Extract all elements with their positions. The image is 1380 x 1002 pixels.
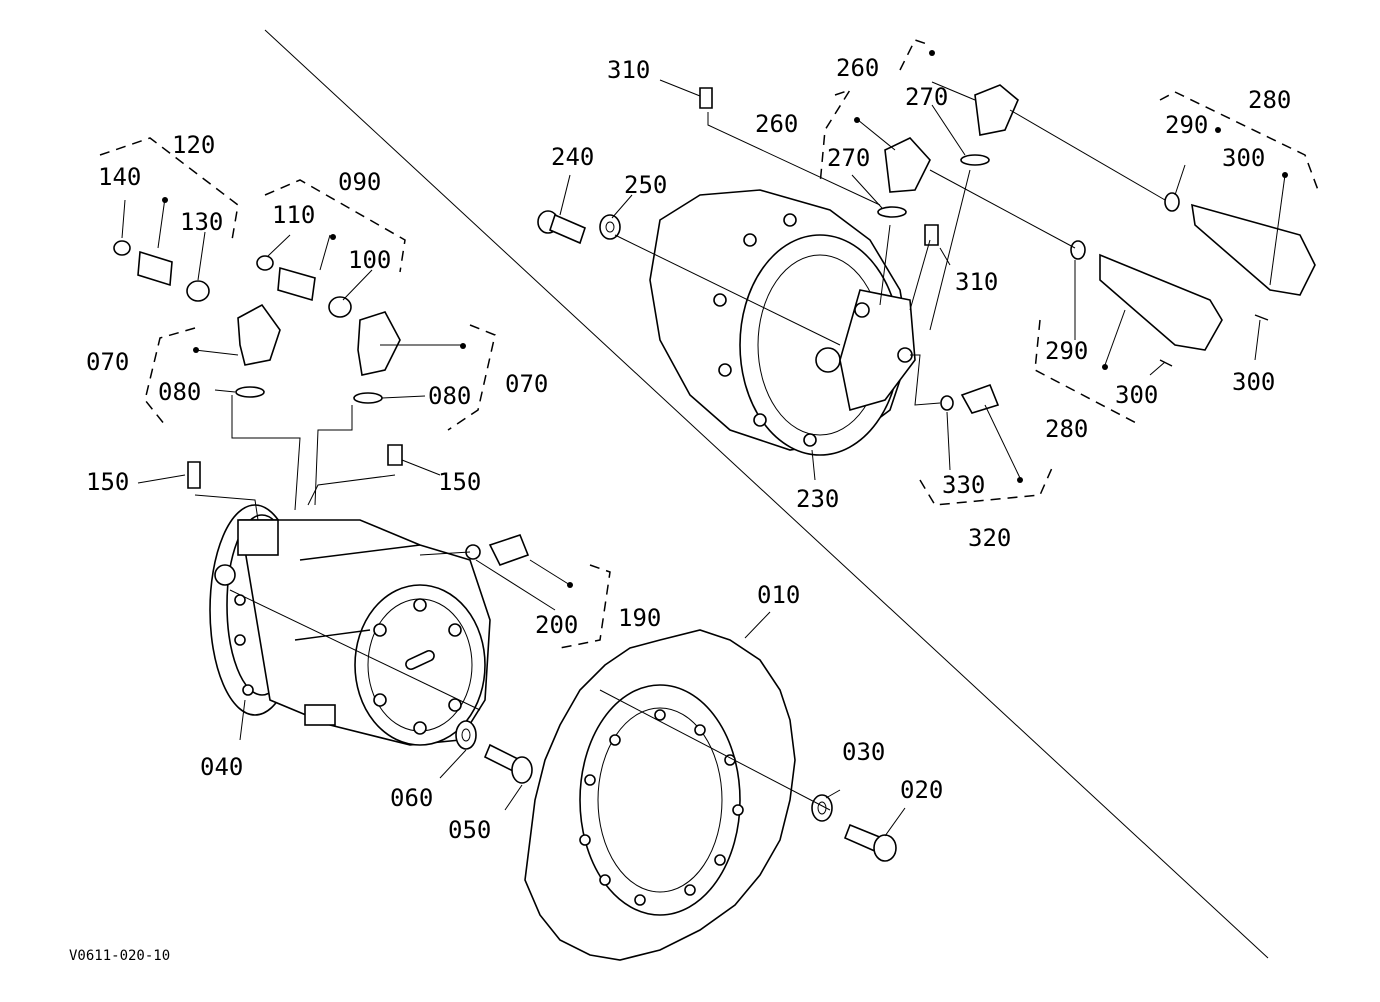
callout-280-mid: 280 — [1045, 415, 1088, 443]
callout-050: 050 — [448, 816, 491, 844]
callout-110: 110 — [272, 201, 315, 229]
callout-280-top: 280 — [1248, 86, 1291, 114]
callout-310-top: 310 — [607, 56, 650, 84]
callout-200: 200 — [535, 611, 578, 639]
callout-290-top: 290 — [1165, 111, 1208, 139]
bracket-dots — [162, 50, 1288, 588]
washer-060 — [455, 720, 477, 750]
callout-140: 140 — [98, 163, 141, 191]
callout-190: 190 — [618, 604, 661, 632]
callout-130: 130 — [180, 208, 223, 236]
callout-120: 120 — [172, 131, 215, 159]
callout-070-right: 070 — [505, 370, 548, 398]
callout-030: 030 — [842, 738, 885, 766]
callout-080-left: 080 — [158, 378, 201, 406]
callout-230: 230 — [796, 485, 839, 513]
travel-motor-right — [649, 189, 916, 456]
callout-150-left: 150 — [86, 468, 129, 496]
sprocket — [524, 629, 796, 961]
right-fittings — [699, 84, 1316, 414]
callout-080-right: 080 — [428, 382, 471, 410]
callout-040: 040 — [200, 753, 243, 781]
bolt-050 — [483, 743, 533, 784]
callout-150-right: 150 — [438, 468, 481, 496]
callout-320: 320 — [968, 524, 1011, 552]
washer-250 — [599, 214, 621, 240]
group-brackets — [99, 39, 1319, 649]
divider-line — [264, 29, 1269, 959]
drawing-code: V0611-020-10 — [69, 948, 170, 964]
callout-020: 020 — [900, 776, 943, 804]
travel-motor-left — [209, 504, 491, 746]
washer-030 — [811, 794, 833, 822]
callout-260-top: 260 — [836, 54, 879, 82]
callout-300-right: 300 — [1232, 368, 1275, 396]
leader-lines — [121, 79, 1286, 837]
bolt-020 — [843, 823, 897, 862]
callout-240: 240 — [551, 143, 594, 171]
callout-100: 100 — [348, 246, 391, 274]
callout-010: 010 — [757, 581, 800, 609]
callout-090: 090 — [338, 168, 381, 196]
bolt-240 — [537, 210, 586, 245]
callout-labels: 120 140 130 090 110 100 070 080 070 080 … — [69, 54, 1291, 964]
callout-300-top: 300 — [1222, 144, 1265, 172]
callout-270-mid: 270 — [827, 144, 870, 172]
callout-270-top: 270 — [905, 83, 948, 111]
callout-060: 060 — [390, 784, 433, 812]
callout-290-mid: 290 — [1045, 337, 1088, 365]
callout-330: 330 — [942, 471, 985, 499]
callout-250: 250 — [624, 171, 667, 199]
callout-260-mid: 260 — [755, 110, 798, 138]
left-fittings — [113, 240, 530, 566]
callout-070-left: 070 — [86, 348, 129, 376]
callout-300-mid: 300 — [1115, 381, 1158, 409]
callout-310-right: 310 — [955, 268, 998, 296]
